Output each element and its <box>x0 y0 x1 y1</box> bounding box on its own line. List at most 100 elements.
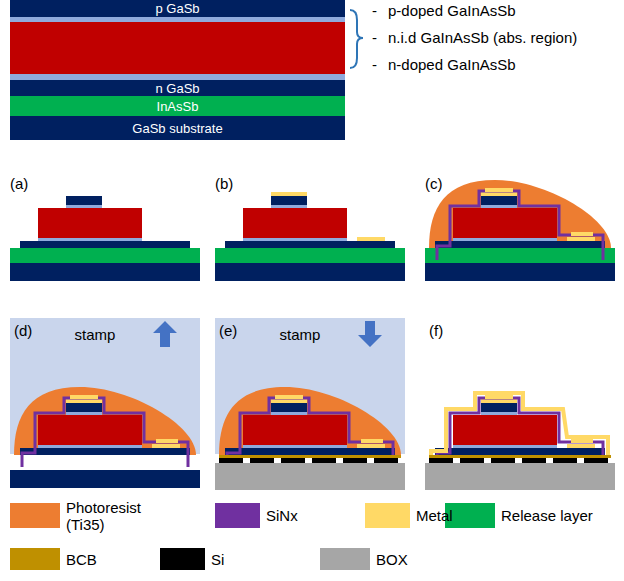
absorber <box>38 415 142 445</box>
bcb-layer <box>219 455 401 458</box>
p-gasb <box>481 196 517 205</box>
bottom-contact <box>567 444 595 448</box>
layer-name: p-doped GaInAsSb <box>388 2 516 19</box>
layer-band: InAsSb <box>10 96 345 116</box>
node-text: n GaSb <box>155 82 199 95</box>
gasb-substrate <box>10 470 200 488</box>
box-layer <box>215 463 405 490</box>
process-step <box>425 393 615 490</box>
node-text: stamp <box>280 327 321 342</box>
node-text: p GaSb <box>155 2 199 15</box>
release-layer <box>10 455 200 470</box>
node-text: InAsSb <box>157 100 199 113</box>
top-contact <box>271 399 307 403</box>
layer-band: p GaSb <box>10 0 345 17</box>
legend-text: Metal <box>416 507 476 524</box>
metal-coating <box>431 393 608 455</box>
sinx-passivation <box>437 191 603 260</box>
top-contact <box>271 192 307 196</box>
n-gasb <box>225 448 395 455</box>
bcb-layer <box>429 455 611 458</box>
absorber <box>453 208 557 238</box>
n-doped-gainassb <box>453 445 557 448</box>
n-gasb <box>435 448 605 455</box>
si-layer <box>343 458 367 463</box>
absorber <box>38 208 142 238</box>
p-doped-gainassb <box>481 205 517 208</box>
substrate-layer <box>10 116 345 140</box>
stamp-top <box>215 318 405 350</box>
p-gasb <box>271 403 307 412</box>
stamp-label: stamp <box>60 318 130 350</box>
legend-swatch <box>10 548 60 570</box>
top-contact <box>66 399 102 403</box>
layer-stack <box>10 0 363 140</box>
top-contact <box>485 395 513 399</box>
process-step <box>10 318 200 488</box>
sinx-passivation <box>227 398 393 455</box>
layer-band: GaSb substrate <box>10 116 345 140</box>
bottom-contact <box>361 439 383 443</box>
layer-name: n-doped GaInAsSb <box>388 56 516 73</box>
si-layer <box>250 458 274 463</box>
absorber <box>453 415 557 445</box>
bottom-contact <box>156 439 178 443</box>
step-label: (f) <box>429 322 443 339</box>
bottom-contact <box>152 444 180 448</box>
step-label: (e) <box>219 322 237 339</box>
motion-arrow <box>358 321 382 347</box>
n-gasb <box>225 241 395 248</box>
p-gasb <box>66 196 102 205</box>
si-layer <box>374 458 398 463</box>
list-dash: - <box>372 56 377 73</box>
bottom-contact <box>571 439 593 443</box>
n-gasb <box>435 241 605 248</box>
p-gasb-layer <box>10 0 345 17</box>
release-layer <box>425 248 615 263</box>
si-layer <box>281 458 305 463</box>
stamp-body <box>215 350 405 454</box>
n-doped-gainassb <box>453 238 557 241</box>
si-layer <box>219 458 243 463</box>
step-label: (a) <box>10 175 28 192</box>
gasb-substrate <box>215 263 405 281</box>
si-layer <box>491 458 515 463</box>
process-step <box>215 318 405 490</box>
legend-text: SiNx <box>266 507 336 524</box>
si-layer <box>312 458 336 463</box>
release-layer <box>10 248 200 263</box>
bottom-contact <box>357 444 385 448</box>
top-contact <box>481 192 517 196</box>
si-layer <box>553 458 577 463</box>
legend-swatch <box>365 503 410 528</box>
n-doped-gainassb <box>243 445 347 448</box>
node-text: GaSb substrate <box>132 122 222 135</box>
p-gasb <box>271 196 307 205</box>
p-gasb <box>481 403 517 412</box>
stamp-top <box>10 318 200 350</box>
step-label: (b) <box>215 175 233 192</box>
layer-band: n GaSb <box>10 80 345 96</box>
absorber <box>243 208 347 238</box>
absorber-layer <box>10 22 345 74</box>
legend-text: BOX <box>376 551 436 568</box>
box-layer <box>425 463 615 490</box>
layer-name: n.i.d GaInAsSb (abs. region) <box>388 29 577 46</box>
si-layer <box>460 458 484 463</box>
n-gasb-layer <box>10 80 345 96</box>
n-doped-gainassb <box>243 238 347 241</box>
n-doped-gainassb <box>38 238 142 241</box>
stamp-label: stamp <box>265 318 335 350</box>
legend-swatch <box>215 503 260 528</box>
photoresist <box>219 387 401 455</box>
si-layer <box>522 458 546 463</box>
sinx-passivation <box>437 398 603 455</box>
bracket <box>350 10 363 68</box>
p-doped-gainassb <box>66 205 102 208</box>
p-doped-layer <box>10 17 345 22</box>
n-doped-gainassb <box>38 445 142 448</box>
sinx-passivation <box>22 398 188 467</box>
step-label: (c) <box>425 175 443 192</box>
inassb-layer <box>10 96 345 116</box>
legend-text: BCB <box>66 551 126 568</box>
